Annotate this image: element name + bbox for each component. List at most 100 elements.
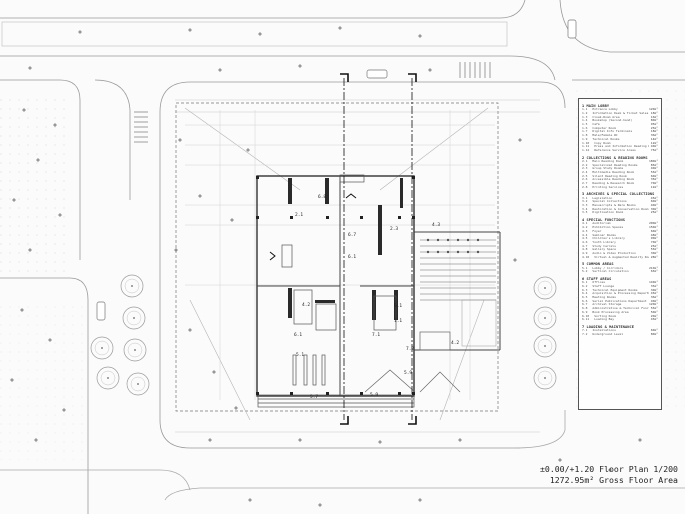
legend-item-name: Computer Room	[592, 126, 616, 130]
legend-item-name: Sorting Room	[594, 314, 616, 318]
legend-item-id: 3.2	[582, 199, 588, 204]
legend-item-id: 1.12	[582, 147, 590, 152]
legend-item-id: 3.5	[582, 210, 588, 215]
legend-item-id: 2.1	[582, 158, 588, 163]
legend-item-area: 90m²	[650, 236, 658, 241]
legend-item-name: Technical Equipment Rooms	[592, 288, 638, 292]
legend-item-area: 120m²	[648, 302, 658, 307]
legend-item-id: 4.10	[582, 254, 590, 259]
legend-item-id: 6.6	[582, 298, 588, 303]
legend-item: 2.4 Multimedia Reading Room 55m²	[582, 169, 658, 175]
legend-item-name: Multimedia Reading Room	[592, 170, 634, 174]
legend-section-heading: 6 STAFF AREAS	[582, 277, 612, 282]
building	[175, 102, 501, 421]
legend-item-name: Bookshop (Second-hand)	[592, 119, 633, 123]
legend-item-area: 18m²	[650, 110, 658, 115]
legend-item-area: 80m²	[650, 331, 658, 336]
legend-item-id: 6.1	[582, 280, 588, 285]
legend-item-id: 1.4	[582, 118, 588, 123]
legend-item-area: 48m²	[650, 232, 658, 237]
legend-item-area: 28m²	[650, 254, 658, 259]
legend-item-area: 150m²	[648, 225, 658, 230]
room-label: 4.2	[451, 340, 459, 346]
legend-item-id: 4.3	[582, 228, 588, 233]
legend-item-name: Exhibition Spaces	[592, 226, 624, 230]
legend-item-id: 1.3	[582, 114, 588, 119]
legend-item-name: Digitisation Room	[592, 211, 624, 215]
legend-item-id: 2.4	[582, 169, 588, 174]
legend-item-area: 36m²	[650, 295, 658, 300]
legend-item-area: 75m²	[650, 147, 658, 152]
legend-item-id: 4.7	[582, 243, 588, 248]
legend-item-id: 4.4	[582, 232, 588, 237]
legend-item-id: 2.6	[582, 177, 588, 182]
crosswalks	[134, 62, 491, 143]
legend-item-area: 45m²	[650, 195, 658, 200]
legend-item-id: 4.2	[582, 225, 588, 230]
room-label: 2.3	[390, 226, 398, 232]
legend-item-id: 6.9	[582, 309, 588, 314]
legend-item-area: 36m²	[650, 133, 658, 138]
legend-item-id: 4.8	[582, 247, 588, 252]
legend-item-area: 30m²	[650, 287, 658, 292]
legend-item-area: 120m²	[648, 107, 658, 112]
legend-item-name: Offices	[592, 281, 606, 285]
legend-item-id: 6.10	[582, 313, 590, 318]
legend-section-heading: 2 COLLECTIONS & READING ROOMS	[582, 155, 648, 160]
legend-item-area: 50m²	[650, 309, 658, 314]
gross-floor-area: 1272.95m² Gross Floor Area	[549, 475, 678, 485]
legend-item: 4.2 Exhibition Spaces 150m²	[582, 225, 658, 230]
legend-item-id: 6.11	[582, 317, 590, 322]
room-label: 6.1	[294, 332, 302, 338]
legend-item-name: Lobby / Corridors	[592, 266, 624, 270]
legend-item-area: 12m²	[650, 184, 658, 189]
legend-item-name: Loading Bay	[594, 318, 615, 322]
legend-item-id: 4.1	[582, 221, 588, 226]
room-label: 4.2	[302, 302, 310, 308]
legend-section-heading: 1 MAIN LOBBY	[582, 104, 610, 108]
legend-item-area: 180m²	[648, 158, 658, 163]
legend-item-area: 70m²	[650, 181, 658, 186]
legend-item-area: 55m²	[650, 306, 658, 311]
legend-item-area: 55m²	[650, 169, 658, 174]
room-label: 6.1	[348, 254, 356, 260]
legend-item-id: 3.3	[582, 203, 588, 208]
legend-item-id: 6.4	[582, 291, 588, 296]
legend-item-name: Youth Library	[592, 240, 616, 244]
legend-item-id: 2.7	[582, 181, 588, 186]
legend-section-heading: 4 SPECIAL FUNCTIONS	[582, 218, 626, 223]
legend-item-area: 95m²	[650, 122, 658, 127]
room-label: 7.1	[372, 332, 380, 338]
legend-item-name: Silent Reading Room	[592, 174, 627, 178]
legend-item-name: Staff Lounge	[592, 284, 615, 288]
parked-cars	[96, 19, 577, 321]
legend-item-name: Press and Information Reading Room	[594, 145, 649, 149]
legend-item-name: Meeting Rooms	[592, 296, 616, 300]
